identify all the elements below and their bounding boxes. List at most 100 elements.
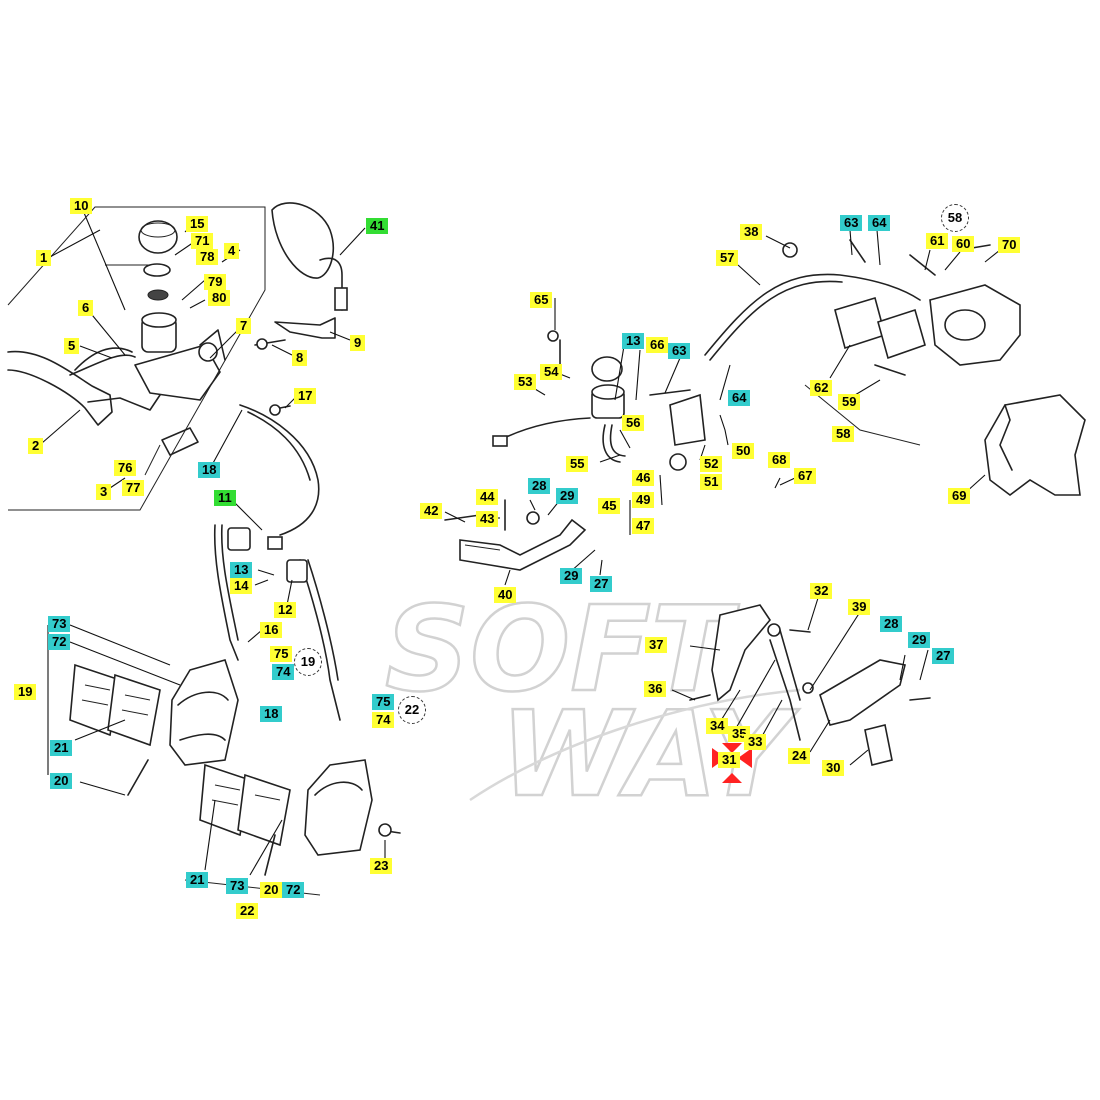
callout-53[interactable]: 53 bbox=[514, 374, 537, 390]
callout-42[interactable]: 42 bbox=[420, 503, 443, 519]
callout-64-right[interactable]: 64 bbox=[868, 215, 891, 231]
callout-29-pedal-upper[interactable]: 29 bbox=[556, 488, 579, 504]
callout-75-lower[interactable]: 75 bbox=[372, 694, 395, 710]
callout-21-left[interactable]: 21 bbox=[50, 740, 73, 756]
callout-76[interactable]: 76 bbox=[114, 460, 137, 476]
callout-8[interactable]: 8 bbox=[292, 350, 308, 366]
callout-79[interactable]: 79 bbox=[204, 274, 227, 290]
callout-30[interactable]: 30 bbox=[822, 760, 845, 776]
callout-55[interactable]: 55 bbox=[566, 456, 589, 472]
callout-38[interactable]: 38 bbox=[740, 224, 763, 240]
callout-9[interactable]: 9 bbox=[350, 335, 366, 351]
callout-61[interactable]: 61 bbox=[926, 233, 949, 249]
callout-63-left[interactable]: 63 bbox=[668, 343, 691, 359]
gear-shift-assembly bbox=[689, 604, 931, 766]
callout-73-left[interactable]: 73 bbox=[48, 616, 71, 632]
callout-47[interactable]: 47 bbox=[632, 518, 655, 534]
callout-46[interactable]: 46 bbox=[632, 470, 655, 486]
callout-11[interactable]: 11 bbox=[214, 490, 236, 506]
callout-15[interactable]: 15 bbox=[186, 216, 209, 232]
callout-24[interactable]: 24 bbox=[788, 748, 811, 764]
callout-50[interactable]: 50 bbox=[732, 443, 755, 459]
front-master-cylinder-inset bbox=[7, 206, 266, 511]
callout-39[interactable]: 39 bbox=[848, 599, 871, 615]
callout-56[interactable]: 56 bbox=[622, 415, 645, 431]
callout-29-pedal-lower[interactable]: 29 bbox=[560, 568, 583, 584]
callout-23[interactable]: 23 bbox=[370, 858, 393, 874]
callout-78[interactable]: 78 bbox=[196, 249, 219, 265]
callout-70[interactable]: 70 bbox=[998, 237, 1021, 253]
callout-28-pedal[interactable]: 28 bbox=[528, 478, 551, 494]
callout-57[interactable]: 57 bbox=[716, 250, 739, 266]
front-caliper-right bbox=[184, 759, 401, 896]
callout-17[interactable]: 17 bbox=[294, 388, 317, 404]
callout-72-bottom[interactable]: 72 bbox=[282, 882, 305, 898]
callout-71[interactable]: 71 bbox=[191, 233, 214, 249]
callout-34[interactable]: 34 bbox=[706, 718, 729, 734]
callout-43[interactable]: 43 bbox=[476, 511, 499, 527]
callout-28-shift[interactable]: 28 bbox=[880, 616, 903, 632]
callout-13-rear[interactable]: 13 bbox=[622, 333, 645, 349]
callout-27-shift[interactable]: 27 bbox=[932, 648, 955, 664]
callout-20-bottom[interactable]: 20 bbox=[260, 882, 283, 898]
callout-13-front[interactable]: 13 bbox=[230, 562, 253, 578]
callout-36[interactable]: 36 bbox=[644, 681, 667, 697]
callout-60[interactable]: 60 bbox=[952, 236, 975, 252]
callout-18-upper[interactable]: 18 bbox=[198, 462, 221, 478]
callout-21-bottom[interactable]: 21 bbox=[186, 872, 209, 888]
callout-22-ref[interactable]: 22 bbox=[398, 696, 426, 724]
brake-pedal bbox=[444, 499, 587, 571]
callout-58[interactable]: 58 bbox=[832, 426, 855, 442]
callout-10[interactable]: 10 bbox=[70, 198, 93, 214]
callout-67[interactable]: 67 bbox=[794, 468, 817, 484]
callout-27-pedal[interactable]: 27 bbox=[590, 576, 613, 592]
callout-66[interactable]: 66 bbox=[646, 337, 669, 353]
callout-72-left[interactable]: 72 bbox=[48, 634, 71, 650]
callout-69[interactable]: 69 bbox=[948, 488, 971, 504]
callout-68[interactable]: 68 bbox=[768, 452, 791, 468]
callout-5[interactable]: 5 bbox=[64, 338, 80, 354]
callout-31-selected[interactable]: 31 bbox=[718, 752, 741, 768]
mirror bbox=[271, 202, 348, 311]
callout-37[interactable]: 37 bbox=[645, 637, 668, 653]
callout-73-bottom[interactable]: 73 bbox=[226, 878, 249, 894]
callout-1[interactable]: 1 bbox=[36, 250, 52, 266]
callout-20-left[interactable]: 20 bbox=[50, 773, 73, 789]
callout-16[interactable]: 16 bbox=[260, 622, 283, 638]
callout-75-upper[interactable]: 75 bbox=[270, 646, 293, 662]
callout-58-ref[interactable]: 58 bbox=[941, 204, 969, 232]
callout-22[interactable]: 22 bbox=[236, 903, 259, 919]
callout-74-upper[interactable]: 74 bbox=[272, 664, 295, 680]
callout-65[interactable]: 65 bbox=[530, 292, 553, 308]
callout-29-shift[interactable]: 29 bbox=[908, 632, 931, 648]
callout-62[interactable]: 62 bbox=[810, 380, 833, 396]
callout-77[interactable]: 77 bbox=[122, 480, 145, 496]
callout-6[interactable]: 6 bbox=[78, 300, 94, 316]
watermark-line2: WAY bbox=[500, 685, 800, 823]
callout-12[interactable]: 12 bbox=[274, 602, 297, 618]
callout-19[interactable]: 19 bbox=[14, 684, 37, 700]
callout-64-left[interactable]: 64 bbox=[728, 390, 751, 406]
callout-3[interactable]: 3 bbox=[96, 484, 112, 500]
callout-45[interactable]: 45 bbox=[598, 498, 621, 514]
callout-32[interactable]: 32 bbox=[810, 583, 833, 599]
callout-63-right[interactable]: 63 bbox=[840, 215, 863, 231]
callout-52[interactable]: 52 bbox=[700, 456, 723, 472]
callout-51[interactable]: 51 bbox=[700, 474, 723, 490]
callout-18-lower[interactable]: 18 bbox=[260, 706, 283, 722]
callout-41[interactable]: 41 bbox=[366, 218, 389, 234]
callout-7[interactable]: 7 bbox=[236, 318, 252, 334]
callout-14[interactable]: 14 bbox=[230, 578, 253, 594]
callout-74-lower[interactable]: 74 bbox=[372, 712, 395, 728]
callout-54[interactable]: 54 bbox=[540, 364, 563, 380]
callout-80[interactable]: 80 bbox=[208, 290, 231, 306]
callout-19-ref[interactable]: 19 bbox=[294, 648, 322, 676]
callout-4[interactable]: 4 bbox=[224, 243, 240, 259]
callout-2[interactable]: 2 bbox=[28, 438, 44, 454]
callout-44[interactable]: 44 bbox=[476, 489, 499, 505]
front-caliper-left bbox=[69, 659, 239, 796]
callout-40[interactable]: 40 bbox=[494, 587, 517, 603]
callout-49[interactable]: 49 bbox=[632, 492, 655, 508]
callout-33[interactable]: 33 bbox=[744, 734, 767, 750]
callout-59[interactable]: 59 bbox=[838, 394, 861, 410]
